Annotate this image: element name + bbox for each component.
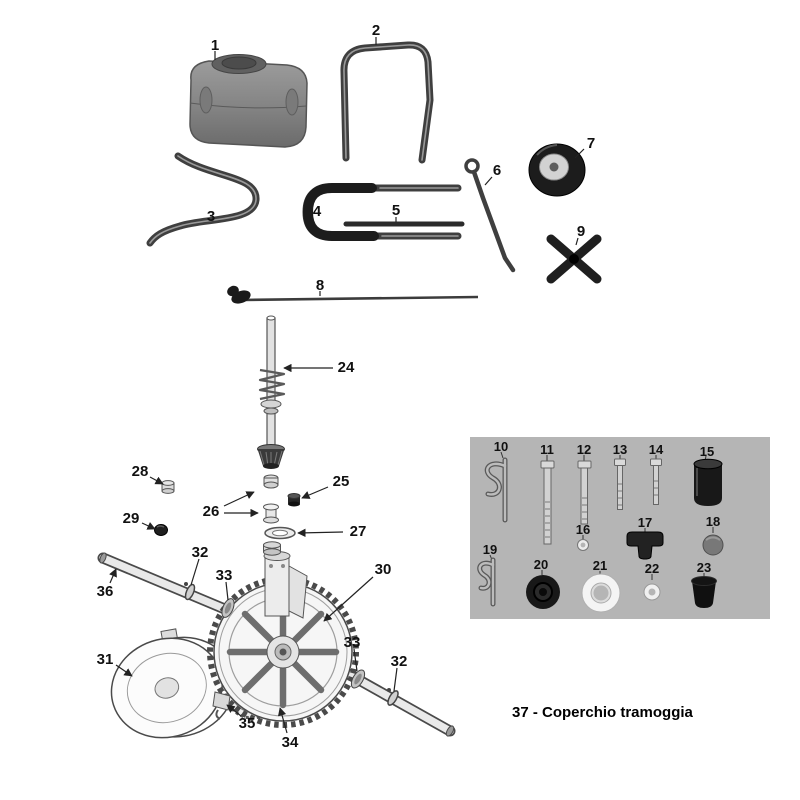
part-label-17: 17: [638, 515, 652, 530]
part-grommet: [526, 575, 560, 609]
part-label-12: 12: [577, 442, 591, 457]
part-screw-1: [614, 458, 626, 510]
part-27-washer: [264, 526, 296, 540]
part-label-33-right: 33: [344, 634, 361, 651]
part-cap-black-large: [693, 458, 723, 506]
part-label-14: 14: [649, 442, 664, 457]
part-drive-shaft: [258, 315, 286, 453]
part-label-26: 26: [203, 503, 220, 520]
part-label-11: 11: [540, 442, 554, 457]
part-label-22: 22: [645, 561, 659, 576]
part-bolt-long: [540, 460, 555, 545]
part-lower-collar: [263, 541, 281, 556]
part-label-33-left: 33: [216, 567, 233, 584]
part-washer-small-1: [577, 539, 589, 551]
part-label-21: 21: [593, 558, 607, 573]
part-label-15: 15: [700, 444, 714, 459]
part-clip-32-right: [387, 688, 399, 706]
part-26-spool: [263, 503, 279, 524]
part-28-plug: [161, 480, 175, 494]
part-label-19: 19: [483, 542, 497, 557]
main-part-labels: 1 2 3 4 5 6 7 8 9 24 25 26 27 28 29 30 3…: [97, 22, 596, 751]
part-label-1: 1: [211, 37, 219, 54]
part-label-32-right: 32: [391, 653, 408, 670]
part-clip-32-left: [184, 582, 196, 601]
part-hitch-pin-small: [477, 557, 496, 607]
part-label-6: 6: [493, 162, 501, 179]
part-label-23: 23: [697, 560, 711, 575]
gearbox-bracket: [263, 551, 308, 619]
part-label-32-left: 32: [192, 544, 209, 561]
part-label-34: 34: [282, 734, 299, 751]
part-wing-knob: [626, 531, 664, 560]
part-label-16: 16: [576, 522, 590, 537]
part-label-7: 7: [587, 135, 595, 152]
part-bearing-33-right: [350, 669, 366, 689]
part-bevel-gear: [257, 444, 285, 469]
part-label-5: 5: [392, 202, 400, 219]
part-label-24: 24: [338, 359, 355, 376]
part-hitch-pin-large: [484, 457, 508, 523]
part-label-3: 3: [207, 208, 215, 225]
part-handle-frame: [340, 41, 434, 164]
part-label-9: 9: [577, 223, 585, 240]
caption-part-37: 37 - Coperchio tramoggia: [512, 704, 694, 721]
hardware-inset-panel: 10 11 12 13 14 15 16 17 18 19 20 21 22 2…: [470, 437, 770, 619]
part-label-18: 18: [706, 514, 720, 529]
part-label-35: 35: [239, 715, 256, 732]
part-bolt-medium: [577, 460, 592, 525]
part-label-31: 31: [97, 651, 114, 668]
part-wheel: [528, 143, 586, 197]
part-29-nut: [154, 524, 168, 536]
part-label-13: 13: [613, 442, 627, 457]
part-lower-handle-tube: [146, 152, 260, 247]
part-label-4: 4: [313, 203, 322, 220]
part-label-2: 2: [372, 22, 380, 39]
part-washer-small-2: [643, 583, 661, 601]
part-label-20: 20: [534, 557, 548, 572]
part-u-handle: [302, 183, 462, 241]
part-cap-black-small: [691, 576, 717, 608]
part-label-29: 29: [123, 510, 140, 527]
part-bushing-white: [581, 573, 621, 613]
part-control-rod: [227, 285, 479, 304]
part-label-25: 25: [333, 473, 350, 490]
part-agitator: [546, 234, 602, 284]
inset-part-labels: 10 11 12 13 14 15 16 17 18 19 20 21 22 2…: [483, 439, 720, 576]
shaft-spring: [258, 368, 286, 401]
part-screw-2: [650, 458, 662, 505]
part-hopper: [189, 54, 308, 148]
hopper-cap: [211, 54, 267, 74]
leader-lines: [109, 37, 585, 734]
part-25-cap: [287, 493, 301, 507]
part-label-27: 27: [350, 523, 367, 540]
part-bearing-33-left: [221, 598, 235, 618]
part-bushing-upper: [263, 474, 279, 489]
part-label-30: 30: [375, 561, 392, 578]
part-label-36: 36: [97, 583, 114, 600]
part-support-rod: [464, 158, 516, 273]
part-label-28: 28: [132, 463, 149, 480]
part-label-8: 8: [316, 277, 324, 294]
part-dome-cap: [702, 534, 724, 556]
part-label-10: 10: [494, 439, 508, 454]
part-housing-drum: [110, 628, 236, 739]
